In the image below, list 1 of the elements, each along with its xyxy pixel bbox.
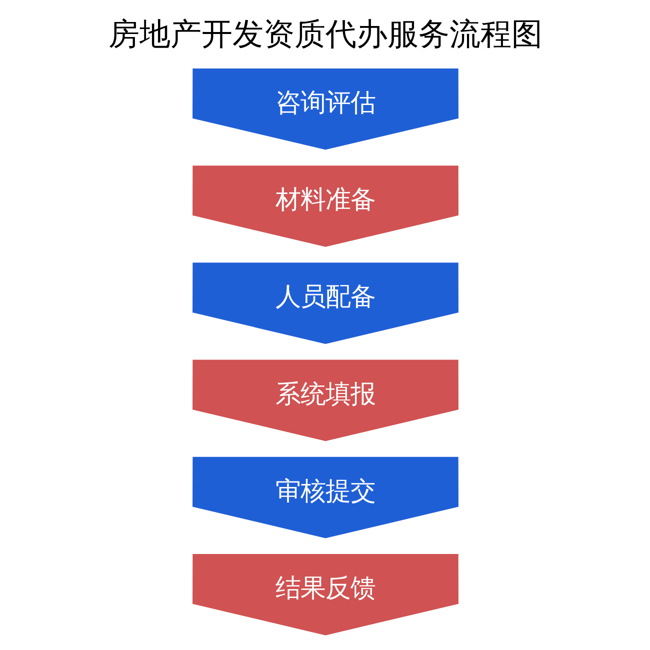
diagram-title: 房地产开发资质代办服务流程图 [108,16,542,52]
